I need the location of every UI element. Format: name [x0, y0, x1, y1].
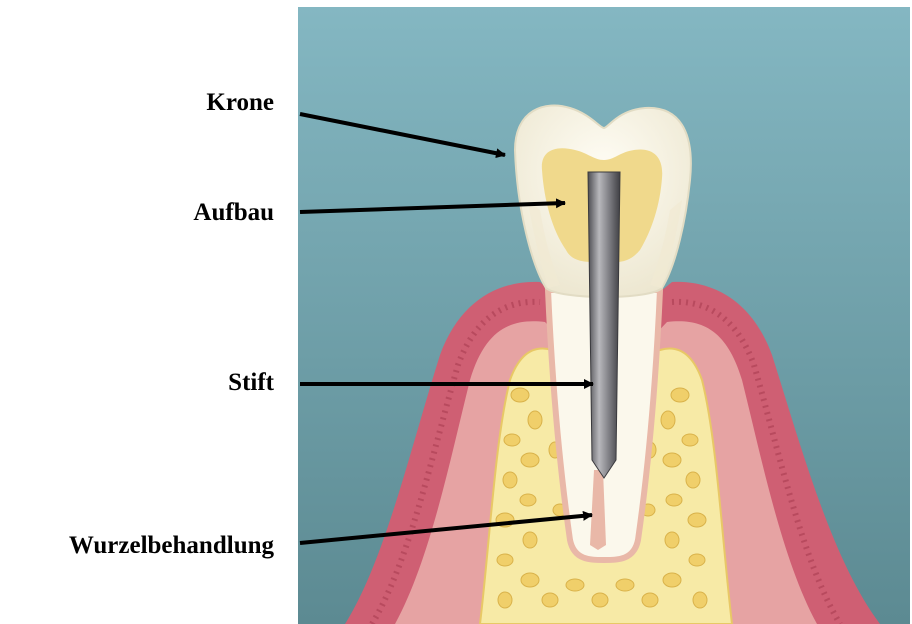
label-crown: Krone [206, 90, 274, 115]
tooth-illustration [298, 7, 910, 624]
label-root-canal: Wurzelbehandlung [69, 533, 274, 558]
label-post: Stift [228, 370, 274, 395]
post [588, 172, 620, 478]
label-core: Aufbau [193, 200, 274, 225]
